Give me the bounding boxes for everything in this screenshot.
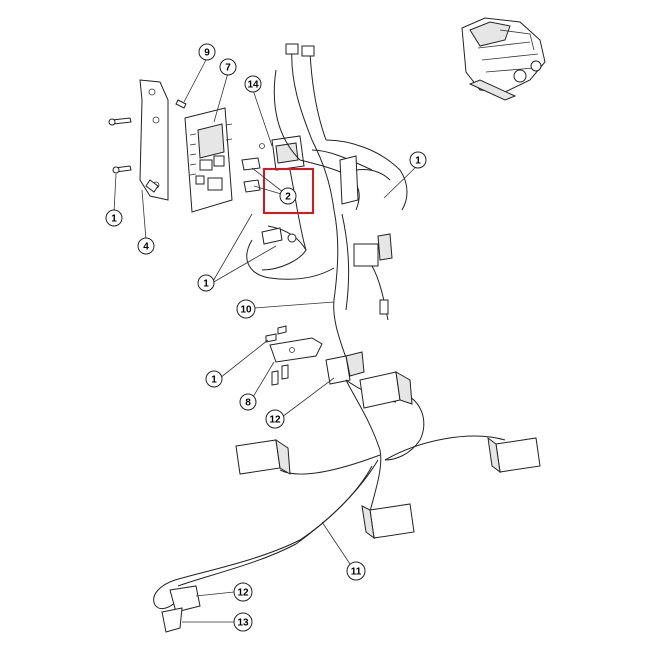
sensor-box-lower	[361, 503, 415, 540]
callout-label: 1	[415, 156, 421, 167]
sensor-box-upper	[359, 371, 413, 409]
highlight-box	[263, 168, 314, 214]
upper-harness	[246, 43, 408, 359]
callout-1-lower: 1	[205, 370, 223, 388]
callout-label: 7	[225, 63, 231, 74]
screws-left	[108, 99, 187, 193]
callout-label: 12	[269, 415, 281, 426]
callout-label: 2	[285, 192, 291, 203]
callout-label: 14	[247, 80, 259, 91]
callout-label: 11	[351, 567, 362, 578]
callout-13: 13	[233, 612, 253, 632]
callout-12-upper: 12	[265, 409, 285, 429]
callout-2: 2	[279, 187, 297, 205]
lower-harness	[153, 379, 506, 633]
callout-1-left: 1	[105, 209, 123, 227]
callout-label: 12	[237, 588, 249, 599]
mounting-plate	[265, 325, 323, 386]
transformer	[259, 135, 305, 171]
callout-label: 10	[240, 305, 252, 316]
callout-8: 8	[239, 393, 257, 411]
mounting-bracket	[139, 79, 169, 201]
callout-11: 11	[346, 561, 366, 581]
callout-label: 1	[211, 375, 217, 386]
callout-label: 9	[204, 48, 210, 59]
connector-clips	[241, 157, 261, 193]
callout-label: 13	[237, 618, 249, 629]
harness-connector	[325, 351, 365, 385]
sensor-box-right	[487, 436, 541, 474]
callout-1-right: 1	[409, 151, 427, 169]
circuit-board	[184, 107, 233, 213]
callout-label: 8	[245, 398, 251, 409]
sensor-box-left	[235, 438, 291, 475]
machine-thumbnail	[461, 17, 546, 101]
callout-10: 10	[236, 299, 256, 319]
callout-1-middle: 1	[197, 274, 215, 292]
callout-label: 1	[111, 214, 117, 225]
callout-label: 1	[203, 279, 209, 290]
callout-9: 9	[198, 43, 216, 61]
callout-14: 14	[244, 75, 262, 93]
callout-12-lower: 12	[233, 582, 253, 602]
callout-7: 7	[219, 58, 237, 76]
callout-4: 4	[137, 237, 155, 255]
callout-label: 4	[143, 242, 149, 253]
